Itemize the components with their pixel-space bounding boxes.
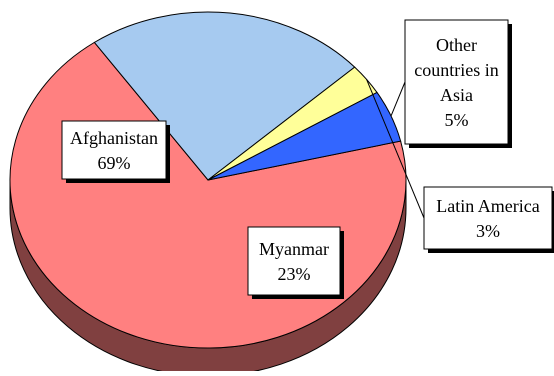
slice-value-label-latin-america: 3% [476, 221, 500, 241]
pie-top-layer [9, 11, 407, 349]
slice-category-label-other-countries-in-asia: Asia [440, 85, 473, 105]
slice-category-label-afghanistan: Afghanistan [70, 128, 158, 148]
label-box-latin-america [423, 186, 553, 250]
leader-lines [366, 79, 425, 219]
slice-category-label-myanmar: Myanmar [259, 239, 329, 259]
label-box-other-countries-in-asia [404, 19, 509, 145]
leader-line-other-countries-in-asia [390, 81, 406, 117]
slice-category-label-other-countries-in-asia: countries in [414, 60, 498, 80]
slice-labels: Afghanistan 69% Myanmar 23% Latin America 3% O… [61, 19, 554, 299]
slice-category-label-latin-america: Latin America [436, 196, 539, 216]
leader-line-latin-america [366, 79, 425, 219]
label-box-myanmar [247, 226, 341, 296]
slice-value-label-afghanistan: 69% [98, 153, 131, 173]
slice-category-label-other-countries-in-asia: Other [436, 35, 477, 55]
pie-slice-myanmar [93, 11, 356, 181]
slice-value-label-myanmar: 23% [278, 264, 311, 284]
slice-value-label-other-countries-in-asia: 5% [445, 110, 469, 130]
label-box-afghanistan [61, 120, 167, 180]
